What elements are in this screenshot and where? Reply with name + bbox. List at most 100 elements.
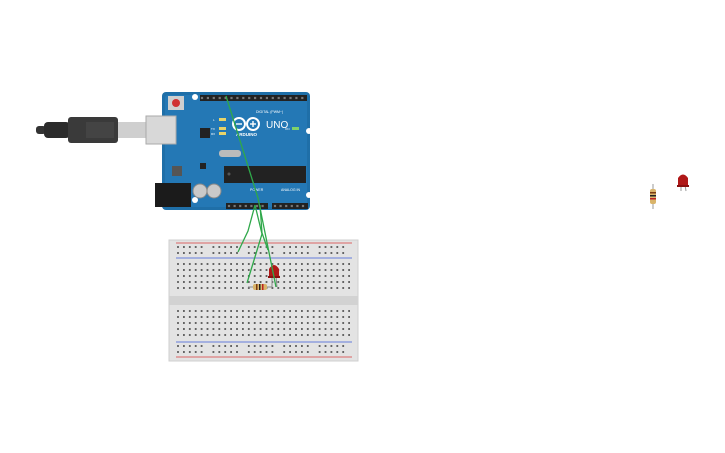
breadboard-hole[interactable] xyxy=(301,275,303,277)
breadboard-hole[interactable] xyxy=(236,310,238,312)
breadboard-hole[interactable] xyxy=(242,263,244,265)
breadboard-hole[interactable] xyxy=(224,287,227,289)
breadboard-hole[interactable] xyxy=(336,310,339,312)
rail-hole[interactable] xyxy=(295,252,297,254)
breadboard-hole[interactable] xyxy=(295,263,297,265)
header-pin[interactable] xyxy=(259,96,263,100)
breadboard-hole[interactable] xyxy=(188,328,191,330)
breadboard-hole[interactable] xyxy=(271,328,274,330)
breadboard-hole[interactable] xyxy=(224,310,227,312)
breadboard-hole[interactable] xyxy=(289,287,291,289)
breadboard-hole[interactable] xyxy=(194,275,197,277)
breadboard-hole[interactable] xyxy=(188,281,191,283)
breadboard-hole[interactable] xyxy=(253,322,256,324)
breadboard-hole[interactable] xyxy=(283,310,286,312)
breadboard-hole[interactable] xyxy=(177,310,179,312)
header-pin[interactable] xyxy=(230,96,233,100)
breadboard-hole[interactable] xyxy=(247,316,250,318)
rail-hole[interactable] xyxy=(301,345,303,347)
rail-hole[interactable] xyxy=(212,252,215,254)
header-pin[interactable] xyxy=(277,96,280,100)
breadboard-hole[interactable] xyxy=(200,269,203,271)
breadboard-hole[interactable] xyxy=(177,281,179,283)
rail-hole[interactable] xyxy=(271,252,274,254)
breadboard-hole[interactable] xyxy=(265,328,268,330)
breadboard-hole[interactable] xyxy=(218,281,221,283)
breadboard-hole[interactable] xyxy=(336,334,339,336)
breadboard-hole[interactable] xyxy=(230,287,232,289)
breadboard-hole[interactable] xyxy=(247,310,250,312)
breadboard-hole[interactable] xyxy=(348,310,350,312)
header-pin[interactable] xyxy=(283,96,286,100)
breadboard-hole[interactable] xyxy=(200,316,203,318)
breadboard-hole[interactable] xyxy=(212,281,215,283)
rail-hole[interactable] xyxy=(183,252,185,254)
rail-hole[interactable] xyxy=(177,246,179,248)
breadboard-hole[interactable] xyxy=(247,328,250,330)
rail-hole[interactable] xyxy=(194,351,197,353)
rail-hole[interactable] xyxy=(247,345,250,347)
rail-hole[interactable] xyxy=(183,345,185,347)
breadboard-hole[interactable] xyxy=(253,281,256,283)
breadboard-hole[interactable] xyxy=(242,281,244,283)
breadboard-hole[interactable] xyxy=(236,328,238,330)
wire[interactable] xyxy=(246,204,263,284)
breadboard-hole[interactable] xyxy=(312,334,315,336)
breadboard-hole[interactable] xyxy=(271,310,274,312)
breadboard-hole[interactable] xyxy=(188,263,191,265)
header-pin[interactable] xyxy=(200,96,204,100)
breadboard-hole[interactable] xyxy=(224,269,227,271)
rail-hole[interactable] xyxy=(200,351,203,353)
breadboard-hole[interactable] xyxy=(283,328,286,330)
breadboard-hole[interactable] xyxy=(265,322,268,324)
header-pin[interactable] xyxy=(289,96,292,100)
breadboard-hole[interactable] xyxy=(242,310,244,312)
breadboard-hole[interactable] xyxy=(242,316,244,318)
header-pin[interactable] xyxy=(236,96,239,100)
breadboard-hole[interactable] xyxy=(253,334,256,336)
breadboard-hole[interactable] xyxy=(242,322,244,324)
rail-hole[interactable] xyxy=(295,246,297,248)
breadboard-hole[interactable] xyxy=(283,316,286,318)
breadboard-hole[interactable] xyxy=(224,322,227,324)
breadboard-hole[interactable] xyxy=(277,281,280,283)
rail-hole[interactable] xyxy=(236,345,238,347)
breadboard-hole[interactable] xyxy=(265,316,268,318)
breadboard-hole[interactable] xyxy=(259,281,262,283)
breadboard-hole[interactable] xyxy=(342,316,345,318)
breadboard-hole[interactable] xyxy=(324,316,327,318)
breadboard-hole[interactable] xyxy=(312,287,315,289)
rail-hole[interactable] xyxy=(259,345,262,347)
rail-hole[interactable] xyxy=(265,351,268,353)
header-pin[interactable] xyxy=(248,96,251,100)
breadboard-hole[interactable] xyxy=(200,287,203,289)
breadboard-hole[interactable] xyxy=(277,287,280,289)
breadboard-hole[interactable] xyxy=(295,310,297,312)
rail-hole[interactable] xyxy=(200,345,203,347)
header-pin[interactable] xyxy=(206,96,209,100)
breadboard-hole[interactable] xyxy=(253,310,256,312)
breadboard-hole[interactable] xyxy=(206,328,209,330)
breadboard-hole[interactable] xyxy=(259,275,262,277)
breadboard-hole[interactable] xyxy=(224,281,227,283)
breadboard-hole[interactable] xyxy=(200,334,203,336)
breadboard-hole[interactable] xyxy=(306,263,309,265)
rail-hole[interactable] xyxy=(330,351,333,353)
breadboard-hole[interactable] xyxy=(230,269,232,271)
header-pin[interactable] xyxy=(239,204,242,208)
header-pin[interactable] xyxy=(279,204,282,208)
breadboard-hole[interactable] xyxy=(247,269,250,271)
breadboard-hole[interactable] xyxy=(212,316,215,318)
breadboard-hole[interactable] xyxy=(312,263,315,265)
breadboard-hole[interactable] xyxy=(206,316,209,318)
rail-hole[interactable] xyxy=(224,351,227,353)
breadboard-hole[interactable] xyxy=(218,269,221,271)
breadboard-hole[interactable] xyxy=(183,281,185,283)
rail-hole[interactable] xyxy=(318,345,321,347)
breadboard-hole[interactable] xyxy=(330,334,333,336)
breadboard-hole[interactable] xyxy=(265,281,268,283)
breadboard-hole[interactable] xyxy=(295,269,297,271)
breadboard-hole[interactable] xyxy=(259,269,262,271)
rail-hole[interactable] xyxy=(295,345,297,347)
rail-hole[interactable] xyxy=(318,246,321,248)
